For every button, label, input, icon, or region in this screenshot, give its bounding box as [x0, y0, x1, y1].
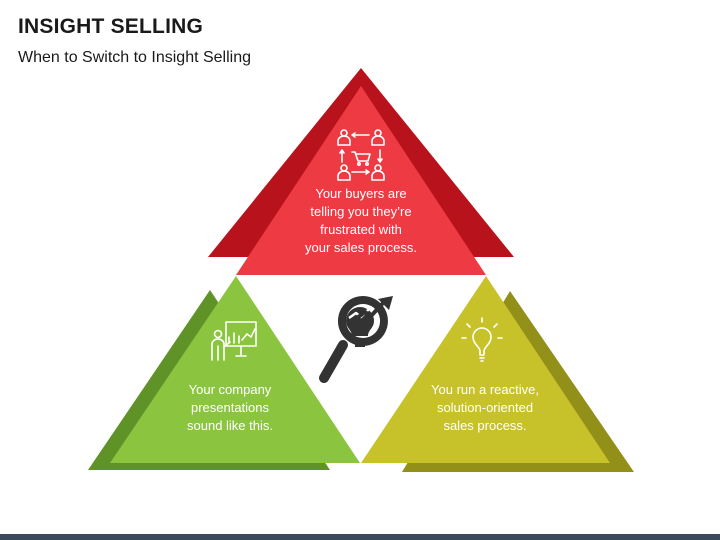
panel-right-triangle: [361, 276, 610, 463]
panel-left-text: Your company presentations sound like th…: [187, 382, 273, 433]
page-subtitle: When to Switch to Insight Selling: [18, 49, 252, 66]
panel-top-triangle: [236, 86, 486, 275]
panel-right-text: You run a reactive, solution-oriented sa…: [431, 382, 539, 433]
network-cart-icon: [337, 129, 385, 181]
page-title: INSIGHT SELLING: [18, 15, 204, 38]
footer-bar: [0, 534, 720, 540]
presentation-icon: [211, 321, 257, 361]
panel-top: [208, 68, 514, 275]
panel-left-triangle: [110, 276, 360, 463]
panel-right: [361, 276, 634, 472]
insight-magnifier-icon: [319, 296, 393, 383]
panel-left: [88, 276, 360, 470]
panel-top-text: Your buyers are telling you they’re frus…: [305, 186, 417, 255]
light-bulb-icon: [461, 317, 503, 362]
